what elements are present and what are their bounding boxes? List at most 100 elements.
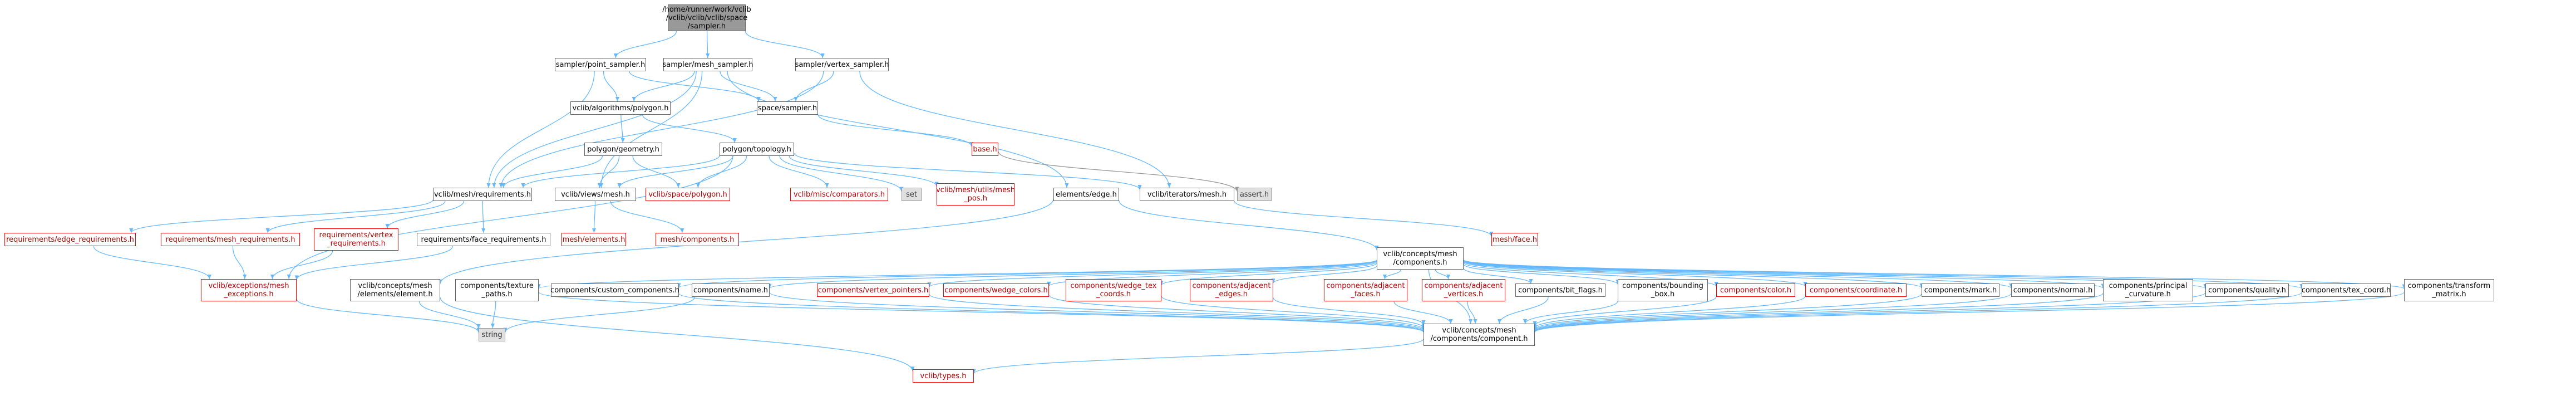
node-vertex-sampler[interactable]: sampler/vertex_sampler.h <box>795 58 889 71</box>
node-space-polygon[interactable]: vclib/space/polygon.h <box>646 188 730 201</box>
node-concepts-element[interactable]: vclib/concepts/mesh /elements/element.h <box>350 279 440 301</box>
edge-poly_topology-to-space_polygon <box>696 155 747 188</box>
edge-poly_geometry-to-space_polygon <box>632 155 681 188</box>
edge-mesh_requirements-to-mesh_req <box>265 201 446 233</box>
node-comp-vertex-pointers[interactable]: components/vertex_pointers.h <box>817 283 929 297</box>
node-comp-name[interactable]: components/name.h <box>692 283 770 297</box>
node-comp-color[interactable]: components/color.h <box>1716 283 1795 297</box>
node-assert: assert.h <box>1237 188 1272 201</box>
edge-comp_name-to-concepts_component <box>769 292 1426 332</box>
edge-comp_tex_coord-to-concepts_component <box>1533 292 2302 333</box>
node-comp-adj-faces[interactable]: components/adjacent _faces.h <box>1324 279 1407 301</box>
node-mesh-elements[interactable]: mesh/elements.h <box>562 233 626 246</box>
node-comp-adj-edges[interactable]: components/adjacent _edges.h <box>1190 279 1273 301</box>
node-views-mesh[interactable]: vclib/views/mesh.h <box>555 188 636 201</box>
node-comp-adj-vertices[interactable]: components/adjacent _vertices.h <box>1422 279 1505 301</box>
edge-poly_geometry-to-views_mesh <box>597 155 620 188</box>
node-mesh-face[interactable]: mesh/face.h <box>1491 233 1538 246</box>
node-comp-custom[interactable]: components/custom_components.h <box>550 283 679 297</box>
node-space-sampler[interactable]: space/sampler.h <box>757 101 818 115</box>
edge-concepts_components-to-comp_coordinate <box>1463 261 1807 287</box>
node-mesh-requirements[interactable]: vclib/mesh/requirements.h <box>433 188 532 201</box>
edge-comp_name-to-string <box>503 296 696 333</box>
edge-comp_transform-to-concepts_component <box>1533 292 2405 333</box>
edge-concepts_components-to-comp_texture_paths <box>536 260 1377 289</box>
edge-mesh_sampler-to-space_sampler <box>720 71 777 102</box>
edge-mesh_requirements-to-edge_requirements <box>129 199 434 233</box>
node-comp-principal-curv[interactable]: components/principal _curvature.h <box>2103 279 2193 301</box>
edge-concepts_components-to-comp_custom <box>677 260 1377 289</box>
node-poly-geometry[interactable]: polygon/geometry.h <box>584 143 662 156</box>
node-comp-quality[interactable]: components/quality.h <box>2205 283 2289 297</box>
edge-comp_adj_vertices-to-concepts_component <box>1467 301 1477 324</box>
edge-concepts_components-to-comp_mark <box>1463 261 1924 289</box>
edge-comp_coordinate-to-concepts_component <box>1533 296 1806 329</box>
node-iterators-mesh[interactable]: vclib/iterators/mesh.h <box>1140 188 1234 201</box>
node-comp-bounding-box[interactable]: components/bounding _box.h <box>1618 279 1708 301</box>
edge-concepts_element-to-types <box>440 297 915 371</box>
edge-poly_topology-to-set <box>779 155 904 192</box>
node-point-sampler[interactable]: sampler/point_sampler.h <box>555 58 646 71</box>
edge-vertex_req-to-exceptions <box>270 250 333 280</box>
edge-base-to-assert <box>998 151 1239 192</box>
edge-comp_normal-to-concepts_component <box>1533 293 2012 331</box>
node-poly-topology[interactable]: polygon/topology.h <box>720 143 794 156</box>
edge-vertex_sampler-to-mesh_requirements <box>499 71 824 188</box>
edge-concepts_components-to-comp_adj_faces <box>1382 269 1402 280</box>
edge-mesh_sampler-to-algo_polygon <box>632 71 695 102</box>
edge-concepts_components-to-comp_principal_curv <box>1463 260 2105 289</box>
node-comp-coordinate[interactable]: components/coordinate.h <box>1805 283 1907 297</box>
node-face-req[interactable]: requirements/face_requirements.h <box>417 233 550 246</box>
edge-concepts_components-to-comp_vertex_pointers <box>927 260 1377 287</box>
node-comp-mark[interactable]: components/mark.h <box>1922 283 1999 297</box>
node-comp-normal[interactable]: components/normal.h <box>2011 283 2095 297</box>
edge-edge_requirements-to-exceptions <box>93 246 212 280</box>
node-comp-transform[interactable]: components/transform _matrix.h <box>2404 279 2494 301</box>
edge-concepts_components-to-comp_normal <box>1463 260 2013 289</box>
node-mesh-sampler[interactable]: sampler/mesh_sampler.h <box>663 58 753 71</box>
edge-concepts_component-to-types <box>972 339 1424 374</box>
edge-comp_bounding_box-to-concepts_component <box>1523 301 1618 324</box>
node-mesh-components[interactable]: mesh/components.h <box>656 233 739 246</box>
edge-root-to-vertex_sampler <box>745 31 825 58</box>
node-concepts-components[interactable]: vclib/concepts/mesh /components.h <box>1377 247 1464 270</box>
node-concepts-component[interactable]: vclib/concepts/mesh /components/componen… <box>1424 324 1535 346</box>
node-mesh-req[interactable]: requirements/mesh_requirements.h <box>161 233 300 246</box>
edge-comp_custom-to-concepts_component <box>678 293 1426 333</box>
node-comp-wedge-colors[interactable]: components/wedge_colors.h <box>943 283 1049 297</box>
node-elements-edge[interactable]: elements/edge.h <box>1053 188 1119 201</box>
edge-concepts_components-to-comp_adj_vertices <box>1435 269 1451 280</box>
edge-concepts_components-to-comp_bounding_box <box>1463 263 1620 285</box>
node-algo-polygon[interactable]: vclib/algorithms/polygon.h <box>570 101 671 115</box>
edge-root-to-mesh_sampler <box>706 31 710 58</box>
node-base[interactable]: base.h <box>972 143 998 156</box>
edge-exceptions-to-string <box>296 299 481 333</box>
node-root: /home/runner/work/vclib /vclib/vclib/vcl… <box>662 4 751 31</box>
edge-concepts_components-to-comp_wedge_tex <box>1159 262 1377 286</box>
edge-mesh_sampler-to-elements_edge <box>727 71 1069 188</box>
edge-comp_adj_edges-to-concepts_component <box>1273 297 1426 325</box>
edge-poly_topology-to-iterators_mesh <box>794 153 1142 190</box>
edge-face_req-to-exceptions <box>294 246 454 280</box>
edge-elements_edge-to-concepts_components <box>1119 201 1379 251</box>
edge-comp_texture_paths-to-string <box>490 301 496 329</box>
node-utils-mesh-pos[interactable]: vclib/mesh/utils/mesh _pos.h <box>936 183 1015 206</box>
node-exceptions[interactable]: vclib/exceptions/mesh _exceptions.h <box>201 279 297 301</box>
node-edge-requirements[interactable]: requirements/edge_requirements.h <box>4 233 136 246</box>
node-comp-bit-flags[interactable]: components/bit_flags.h <box>1515 283 1605 297</box>
node-vertex-req[interactable]: requirements/vertex _requirements.h <box>314 228 398 251</box>
edge-algo_polygon-to-poly_topology <box>642 114 737 143</box>
node-set: set <box>902 188 922 201</box>
node-comp-tex-coord[interactable]: components/tex_coord.h <box>2302 283 2391 297</box>
node-types[interactable]: vclib/types.h <box>913 369 974 383</box>
node-misc-comparators[interactable]: vclib/misc/comparators.h <box>790 188 888 201</box>
node-comp-texture-paths[interactable]: components/texture _paths.h <box>455 279 539 301</box>
edge-concepts_components-to-comp_name <box>767 260 1377 289</box>
edge-poly_topology-to-mesh_requirements <box>521 155 720 188</box>
node-comp-wedge-tex[interactable]: components/wedge_tex _coords.h <box>1066 279 1161 301</box>
edge-comp_bit_flags-to-concepts_component <box>1497 296 1549 324</box>
edge-poly_topology-to-views_mesh <box>617 155 733 188</box>
edge-mesh_sampler-to-mesh_requirements <box>492 71 697 188</box>
edge-comp_vertex_pointers-to-concepts_component <box>929 294 1426 331</box>
edge-poly_topology-to-exceptions <box>287 155 733 280</box>
